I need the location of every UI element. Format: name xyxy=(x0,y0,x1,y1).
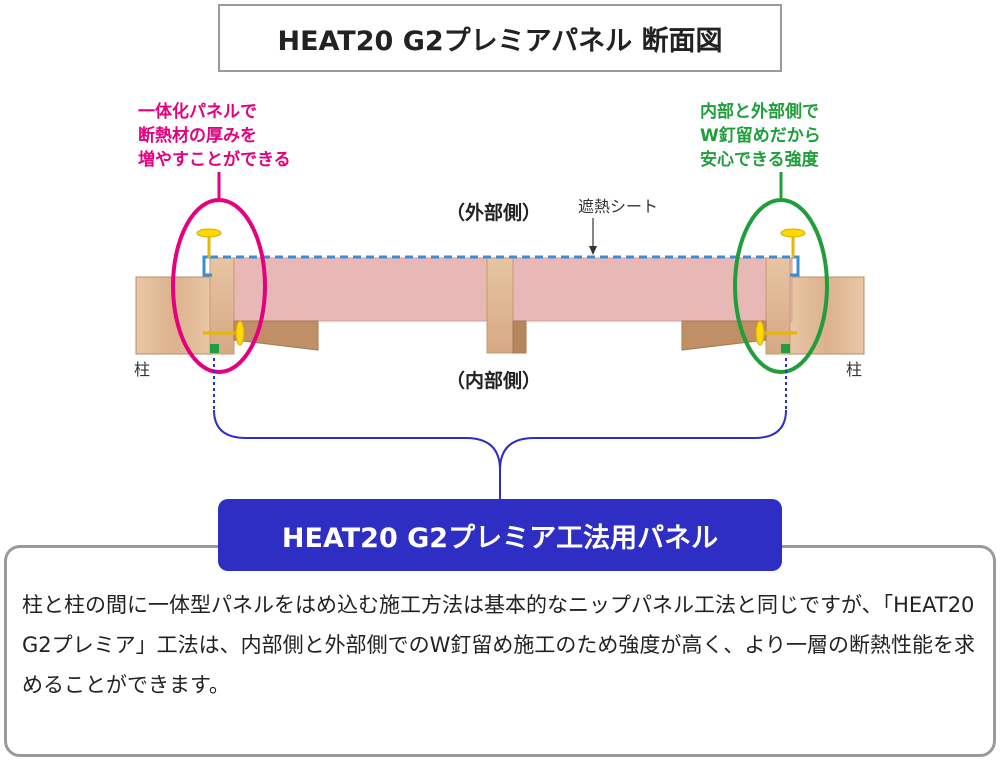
panel-name-badge: HEAT20 G2プレミア工法用パネル xyxy=(218,499,782,571)
note-right-line: W釘留めだから xyxy=(700,126,821,146)
sheet-pointer-head xyxy=(589,246,597,255)
nail-top-right xyxy=(780,228,806,258)
label-pillar-left: 柱 xyxy=(134,360,151,379)
label-heat-shield-sheet: 遮熱シート xyxy=(578,197,659,216)
note-left-line: 断熱材の厚みを xyxy=(138,126,257,146)
label-outside: （外部側） xyxy=(446,202,542,224)
note-left-line: 一体化パネルで xyxy=(138,102,257,122)
description-text: 柱と柱の間に一体型パネルをはめ込む施工方法は基本的なニップパネル工法と同じですが… xyxy=(22,593,975,697)
center-batten xyxy=(512,320,527,354)
note-right-line: 安心できる強度 xyxy=(700,150,819,170)
nail-inner-right xyxy=(755,320,797,346)
left-batten xyxy=(233,320,319,351)
marker-right xyxy=(781,344,790,353)
note-left: 一体化パネルで 断熱材の厚みを 増やすことができる xyxy=(138,100,338,172)
sheet-clip-left xyxy=(202,255,212,277)
marker-left xyxy=(210,344,219,353)
note-left-line: 増やすことができる xyxy=(138,150,291,170)
description-box xyxy=(4,545,996,757)
note-right: 内部と外部側で W釘留めだから 安心できる強度 xyxy=(700,100,900,172)
diagram-title: HEAT20 G2プレミアパネル 断面図 xyxy=(218,4,782,72)
right-frame-stud xyxy=(765,257,791,355)
center-stud xyxy=(486,257,514,354)
note-right-line: 内部と外部側で xyxy=(700,102,819,122)
nail-inner-left xyxy=(203,320,245,346)
nail-top-left xyxy=(196,228,222,258)
right-batten xyxy=(681,320,767,351)
span-brace xyxy=(213,409,787,500)
label-pillar-right: 柱 xyxy=(846,360,863,379)
left-frame-stud xyxy=(209,257,235,355)
label-inside: （内部側） xyxy=(446,370,542,392)
sheet-clip-right xyxy=(790,255,800,277)
